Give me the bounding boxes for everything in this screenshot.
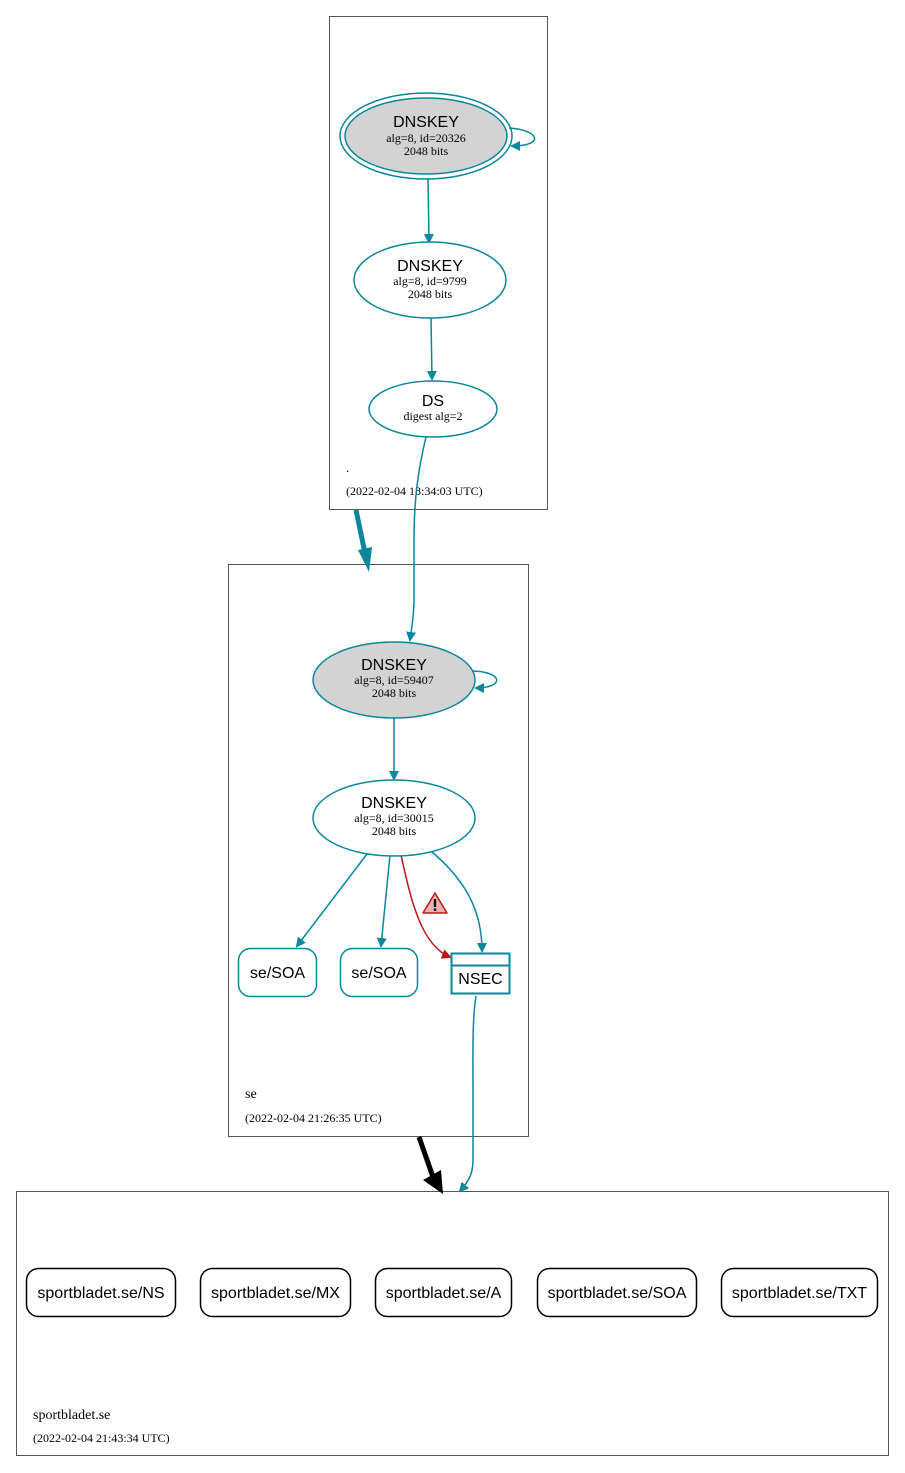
warning-triangle-icon[interactable] (422, 892, 448, 914)
record-txt-label: sportbladet.se/TXT (732, 1285, 867, 1302)
se-soa-1-label: se/SOA (250, 965, 305, 982)
root-ds-detail: digest alg=2 (403, 409, 462, 423)
zone-sportbladet-name: sportbladet.se (33, 1408, 110, 1423)
se-nsec-label: NSEC (458, 971, 502, 988)
edge-nsec-to-sportbladet (458, 995, 477, 1193)
record-node-ns[interactable]: sportbladet.se/NS (25, 1267, 177, 1318)
edge-root-ds-to-se-ksk (406, 436, 427, 642)
se-ksk-title: DNSKEY (361, 657, 427, 674)
zone-se-box (228, 564, 529, 1137)
record-mx-label: sportbladet.se/MX (211, 1285, 340, 1302)
root-ds-node[interactable]: DS digest alg=2 (368, 380, 498, 438)
record-node-a[interactable]: sportbladet.se/A (374, 1267, 513, 1318)
edge-root-zsk-to-ds (426, 317, 437, 381)
record-a-label: sportbladet.se/A (386, 1285, 502, 1302)
zone-root-box (329, 16, 548, 510)
root-ds-title: DS (422, 393, 444, 410)
se-nsec-node[interactable]: NSEC (450, 952, 511, 995)
root-ksk-dnskey-node[interactable]: DNSKEY alg=8, id=20326 2048 bits (339, 92, 513, 180)
se-soa-node-2[interactable]: se/SOA (339, 947, 419, 998)
zone-root-name: . (346, 460, 349, 475)
record-node-txt[interactable]: sportbladet.se/TXT (720, 1267, 879, 1318)
se-soa-node-1[interactable]: se/SOA (237, 947, 318, 998)
root-zsk-detail: alg=8, id=9799 (393, 274, 467, 288)
root-ksk-size: 2048 bits (404, 144, 449, 158)
se-zsk-detail: alg=8, id=30015 (354, 811, 434, 825)
edge-se-zsk-to-nsec (431, 851, 487, 953)
se-ksk-dnskey-node[interactable]: DNSKEY alg=8, id=59407 2048 bits (312, 641, 476, 719)
record-soa-label: sportbladet.se/SOA (548, 1285, 687, 1302)
delegation-arrow-root-to-se (353, 509, 372, 572)
record-node-soa[interactable]: sportbladet.se/SOA (536, 1267, 698, 1318)
se-zsk-title: DNSKEY (361, 795, 427, 812)
delegation-arrow-se-to-sportbladet (416, 1136, 443, 1194)
edge-se-zsk-to-soa-1 (295, 853, 368, 948)
se-soa-2-label: se/SOA (351, 965, 406, 982)
edge-se-zsk-to-soa-2 (376, 854, 391, 948)
zone-se-name: se (245, 1087, 257, 1102)
record-ns-label: sportbladet.se/NS (37, 1285, 164, 1302)
edge-root-ksk-to-zsk (423, 177, 434, 244)
se-ksk-detail: alg=8, id=59407 (354, 673, 434, 687)
root-zsk-size: 2048 bits (408, 287, 453, 301)
root-ksk-detail: alg=8, id=20326 (386, 131, 466, 145)
zone-se-timestamp: (2022-02-04 21:26:35 UTC) (245, 1111, 382, 1125)
edge-root-ksk-self (508, 127, 536, 151)
se-ksk-size: 2048 bits (372, 686, 417, 700)
record-node-mx[interactable]: sportbladet.se/MX (199, 1267, 352, 1318)
root-zsk-title: DNSKEY (397, 258, 463, 275)
root-ksk-title: DNSKEY (393, 114, 459, 131)
se-zsk-dnskey-node[interactable]: DNSKEY alg=8, id=30015 2048 bits (312, 779, 476, 857)
edge-se-zsk-to-nsec-warning (400, 854, 452, 959)
root-zsk-dnskey-node[interactable]: DNSKEY alg=8, id=9799 2048 bits (353, 241, 507, 319)
se-zsk-size: 2048 bits (372, 824, 417, 838)
zone-sportbladet-box (16, 1191, 889, 1456)
zone-sportbladet-timestamp: (2022-02-04 21:43:34 UTC) (33, 1431, 170, 1445)
edge-se-ksk-self (472, 670, 498, 693)
zone-root-timestamp: (2022-02-04 18:34:03 UTC) (346, 484, 483, 498)
